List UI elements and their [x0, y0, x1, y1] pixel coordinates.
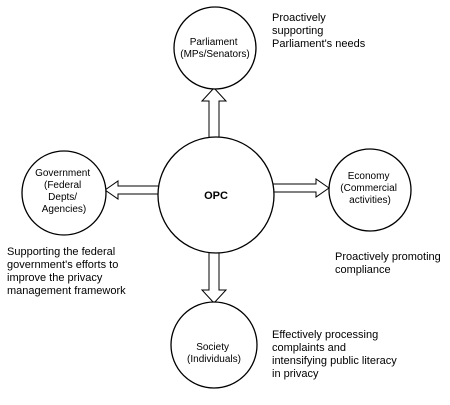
- opc-label: OPC: [204, 190, 228, 202]
- parliament-circle: [173, 6, 257, 90]
- society-label: Society (Individuals): [187, 342, 241, 365]
- government-note: Supporting the federal government's effo…: [7, 246, 126, 297]
- government-label: Government (Federal Depts/ Agencies): [35, 168, 93, 215]
- society-note: Effectively processing complaints and in…: [272, 329, 397, 380]
- parliament-note: Proactively supporting Parliament's need…: [272, 12, 366, 50]
- government-circle: [21, 150, 107, 236]
- parliament-label: Parliament (MPs/Senators): [180, 37, 249, 60]
- economy-circle: [328, 148, 412, 232]
- opc-circle: [157, 136, 275, 254]
- society-circle: [170, 301, 258, 389]
- economy-label: Economy (Commercial activities): [340, 171, 399, 206]
- economy-note: Proactively promoting compliance: [335, 251, 441, 276]
